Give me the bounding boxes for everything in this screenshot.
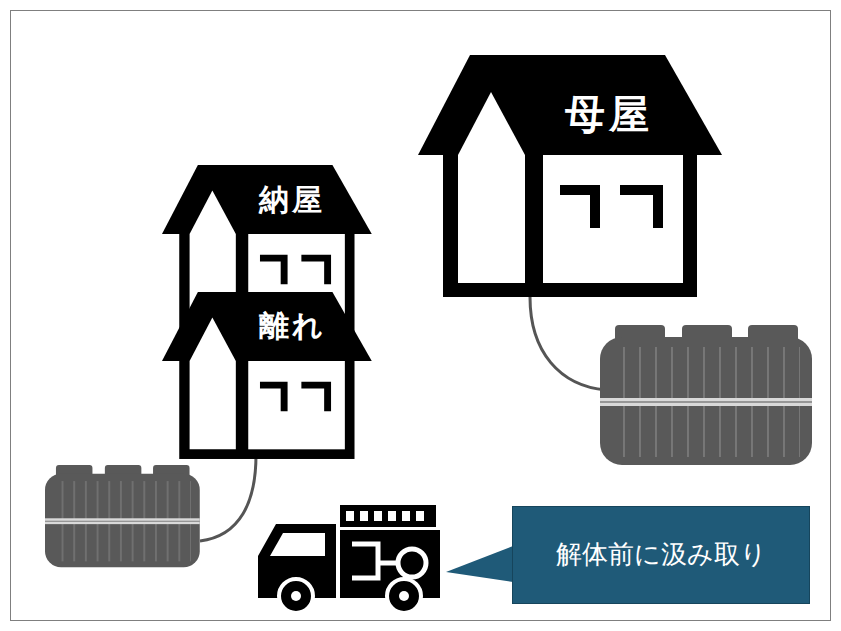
pipe xyxy=(530,297,606,390)
illustration-part xyxy=(279,579,313,613)
septic-tank xyxy=(45,465,200,567)
illustration-part xyxy=(399,591,409,601)
house-symbol xyxy=(418,55,722,297)
illustration-part xyxy=(388,511,396,521)
building-label: 母屋 xyxy=(533,86,685,142)
building-name: 母屋 xyxy=(565,90,653,138)
house-symbol xyxy=(162,292,372,459)
illustration-part xyxy=(360,511,368,521)
illustration-part xyxy=(387,579,421,613)
illustration-part xyxy=(352,544,378,578)
callout-box: 解体前に汲み取り xyxy=(512,506,810,604)
building-label: 離れ xyxy=(236,304,348,348)
pipe xyxy=(200,455,256,541)
illustration-part xyxy=(340,505,436,527)
illustration-part xyxy=(378,561,398,566)
building-name: 納屋 xyxy=(259,182,325,218)
frame xyxy=(11,11,831,621)
callout-text: 解体前に汲み取り xyxy=(556,539,767,570)
illustration-part xyxy=(416,511,424,521)
callout-pointer xyxy=(446,546,513,582)
illustration-part xyxy=(291,591,301,601)
vacuum-truck xyxy=(258,505,440,613)
illustration-part xyxy=(346,511,354,521)
illustration-part xyxy=(374,511,382,521)
septic-tank xyxy=(600,325,812,465)
illustration-part xyxy=(402,511,410,521)
illustration-part xyxy=(398,549,426,577)
building-label: 納屋 xyxy=(236,178,348,222)
illustration-part xyxy=(270,533,325,556)
building-name: 離れ xyxy=(259,308,326,344)
